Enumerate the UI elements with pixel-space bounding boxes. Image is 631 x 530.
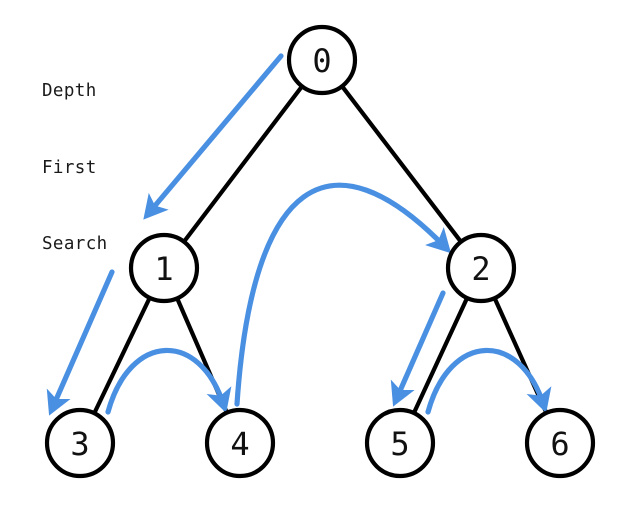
node-label-3: 3 [70, 425, 89, 463]
node-circle-1[interactable] [128, 232, 200, 304]
tree-node-2[interactable]: 2 [445, 232, 517, 304]
node-label-4: 4 [230, 425, 249, 463]
diagram-title: Depth First Search [42, 28, 108, 309]
traversal-arrow-5-to-6 [425, 347, 552, 415]
tree-edge-2-5 [411, 294, 470, 417]
title-line-3: Search [42, 234, 108, 254]
node-circle-3[interactable] [44, 407, 116, 479]
tree-node-6[interactable]: 6 [524, 407, 596, 479]
node-circle-0[interactable] [286, 24, 358, 96]
node-label-1: 1 [154, 250, 173, 288]
node-circle-4[interactable] [204, 407, 276, 479]
node-label-0: 0 [312, 42, 331, 80]
tree-edge-0-2 [339, 83, 464, 245]
node-circle-5[interactable] [364, 407, 436, 479]
tree-node-3[interactable]: 3 [44, 407, 116, 479]
title-line-2: First [42, 157, 97, 178]
tree-edge-0-1 [181, 83, 305, 245]
traversal-arrow-3-to-4 [105, 347, 232, 415]
tree-nodes: 0 1 2 3 4 5 6 [44, 24, 596, 479]
tree-node-0[interactable]: 0 [286, 24, 358, 96]
node-label-5: 5 [390, 425, 409, 463]
node-circle-6[interactable] [524, 407, 596, 479]
traversal-arrow-1-to-3 [46, 269, 115, 416]
traversal-arrow-2-to-5 [390, 290, 446, 407]
node-label-2: 2 [471, 250, 490, 288]
node-label-6: 6 [550, 425, 569, 463]
title-line-1: Depth [42, 81, 97, 101]
tree-node-4[interactable]: 4 [204, 407, 276, 479]
traversal-arrow-4-to-2 [234, 182, 452, 407]
traversal-arrows [46, 53, 552, 416]
traversal-arrow-0-to-1 [143, 53, 284, 220]
tree-node-1[interactable]: 1 [128, 232, 200, 304]
tree-node-5[interactable]: 5 [364, 407, 436, 479]
node-circle-2[interactable] [445, 232, 517, 304]
tree-edge-1-3 [91, 294, 153, 417]
